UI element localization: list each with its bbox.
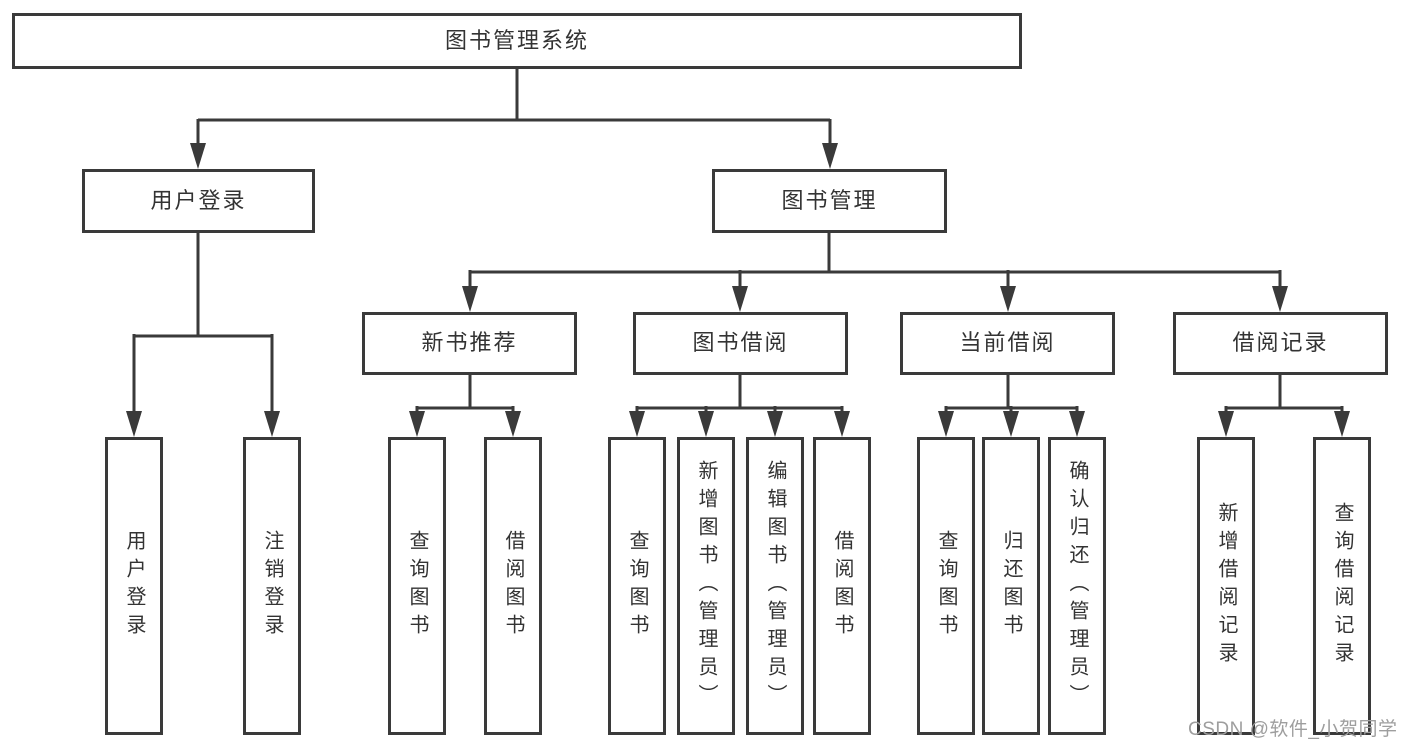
leaf-br-add-borrow-record: 新增借阅记录 [1197, 437, 1255, 735]
node-book-borrow: 图书借阅 [633, 312, 848, 375]
arrow-down-icon [629, 411, 645, 437]
connector-root-to-level2 [196, 69, 832, 150]
leaf-bb-edit-books-admin: 编辑图书（管理员） [746, 437, 804, 735]
node-new-book-recommend: 新书推荐 [362, 312, 577, 375]
leaf-cb-query-books: 查询图书 [917, 437, 975, 735]
leaf-bb-query-books: 查询图书 [608, 437, 666, 735]
leaf-cb-return-books: 归还图书 [982, 437, 1040, 735]
arrowheads [126, 143, 1350, 437]
connector-user-login-children [132, 233, 274, 418]
arrow-down-icon [1334, 411, 1350, 437]
leaf-bb-borrow-books: 借阅图书 [813, 437, 871, 735]
leaf-cb-confirm-return-admin: 确认归还（管理员） [1048, 437, 1106, 735]
arrow-down-icon [1218, 411, 1234, 437]
arrow-down-icon [505, 411, 521, 437]
arrow-down-icon [409, 411, 425, 437]
node-borrow-records: 借阅记录 [1173, 312, 1388, 375]
arrow-down-icon [462, 286, 478, 312]
arrow-down-icon [822, 143, 838, 169]
node-user-login: 用户登录 [82, 169, 315, 233]
arrow-down-icon [834, 411, 850, 437]
arrow-down-icon [1003, 411, 1019, 437]
csdn-watermark: CSDN @软件_小贺同学 [1188, 719, 1398, 740]
connector-book-borrow-children [635, 375, 844, 418]
leaf-nb-query-books: 查询图书 [388, 437, 446, 735]
arrow-down-icon [190, 143, 206, 169]
arrow-down-icon [767, 411, 783, 437]
node-book-management: 图书管理 [712, 169, 947, 233]
node-current-borrow: 当前借阅 [900, 312, 1115, 375]
connector-borrow-record-children [1224, 375, 1344, 418]
leaf-br-query-borrow-record: 查询借阅记录 [1313, 437, 1371, 735]
arrow-down-icon [1069, 411, 1085, 437]
arrow-down-icon [732, 286, 748, 312]
arrow-down-icon [938, 411, 954, 437]
leaf-logout-login: 注销登录 [243, 437, 301, 735]
node-root: 图书管理系统 [12, 13, 1022, 69]
leaf-bb-add-books-admin: 新增图书（管理员） [677, 437, 735, 735]
arrow-down-icon [1272, 286, 1288, 312]
leaf-user-login: 用户登录 [105, 437, 163, 735]
connector-new-book-children [415, 375, 515, 418]
arrow-down-icon [698, 411, 714, 437]
leaf-nb-borrow-books: 借阅图书 [484, 437, 542, 735]
arrow-down-icon [1000, 286, 1016, 312]
arrow-down-icon [264, 411, 280, 437]
connector-book-management-children [468, 233, 1282, 293]
arrow-down-icon [126, 411, 142, 437]
